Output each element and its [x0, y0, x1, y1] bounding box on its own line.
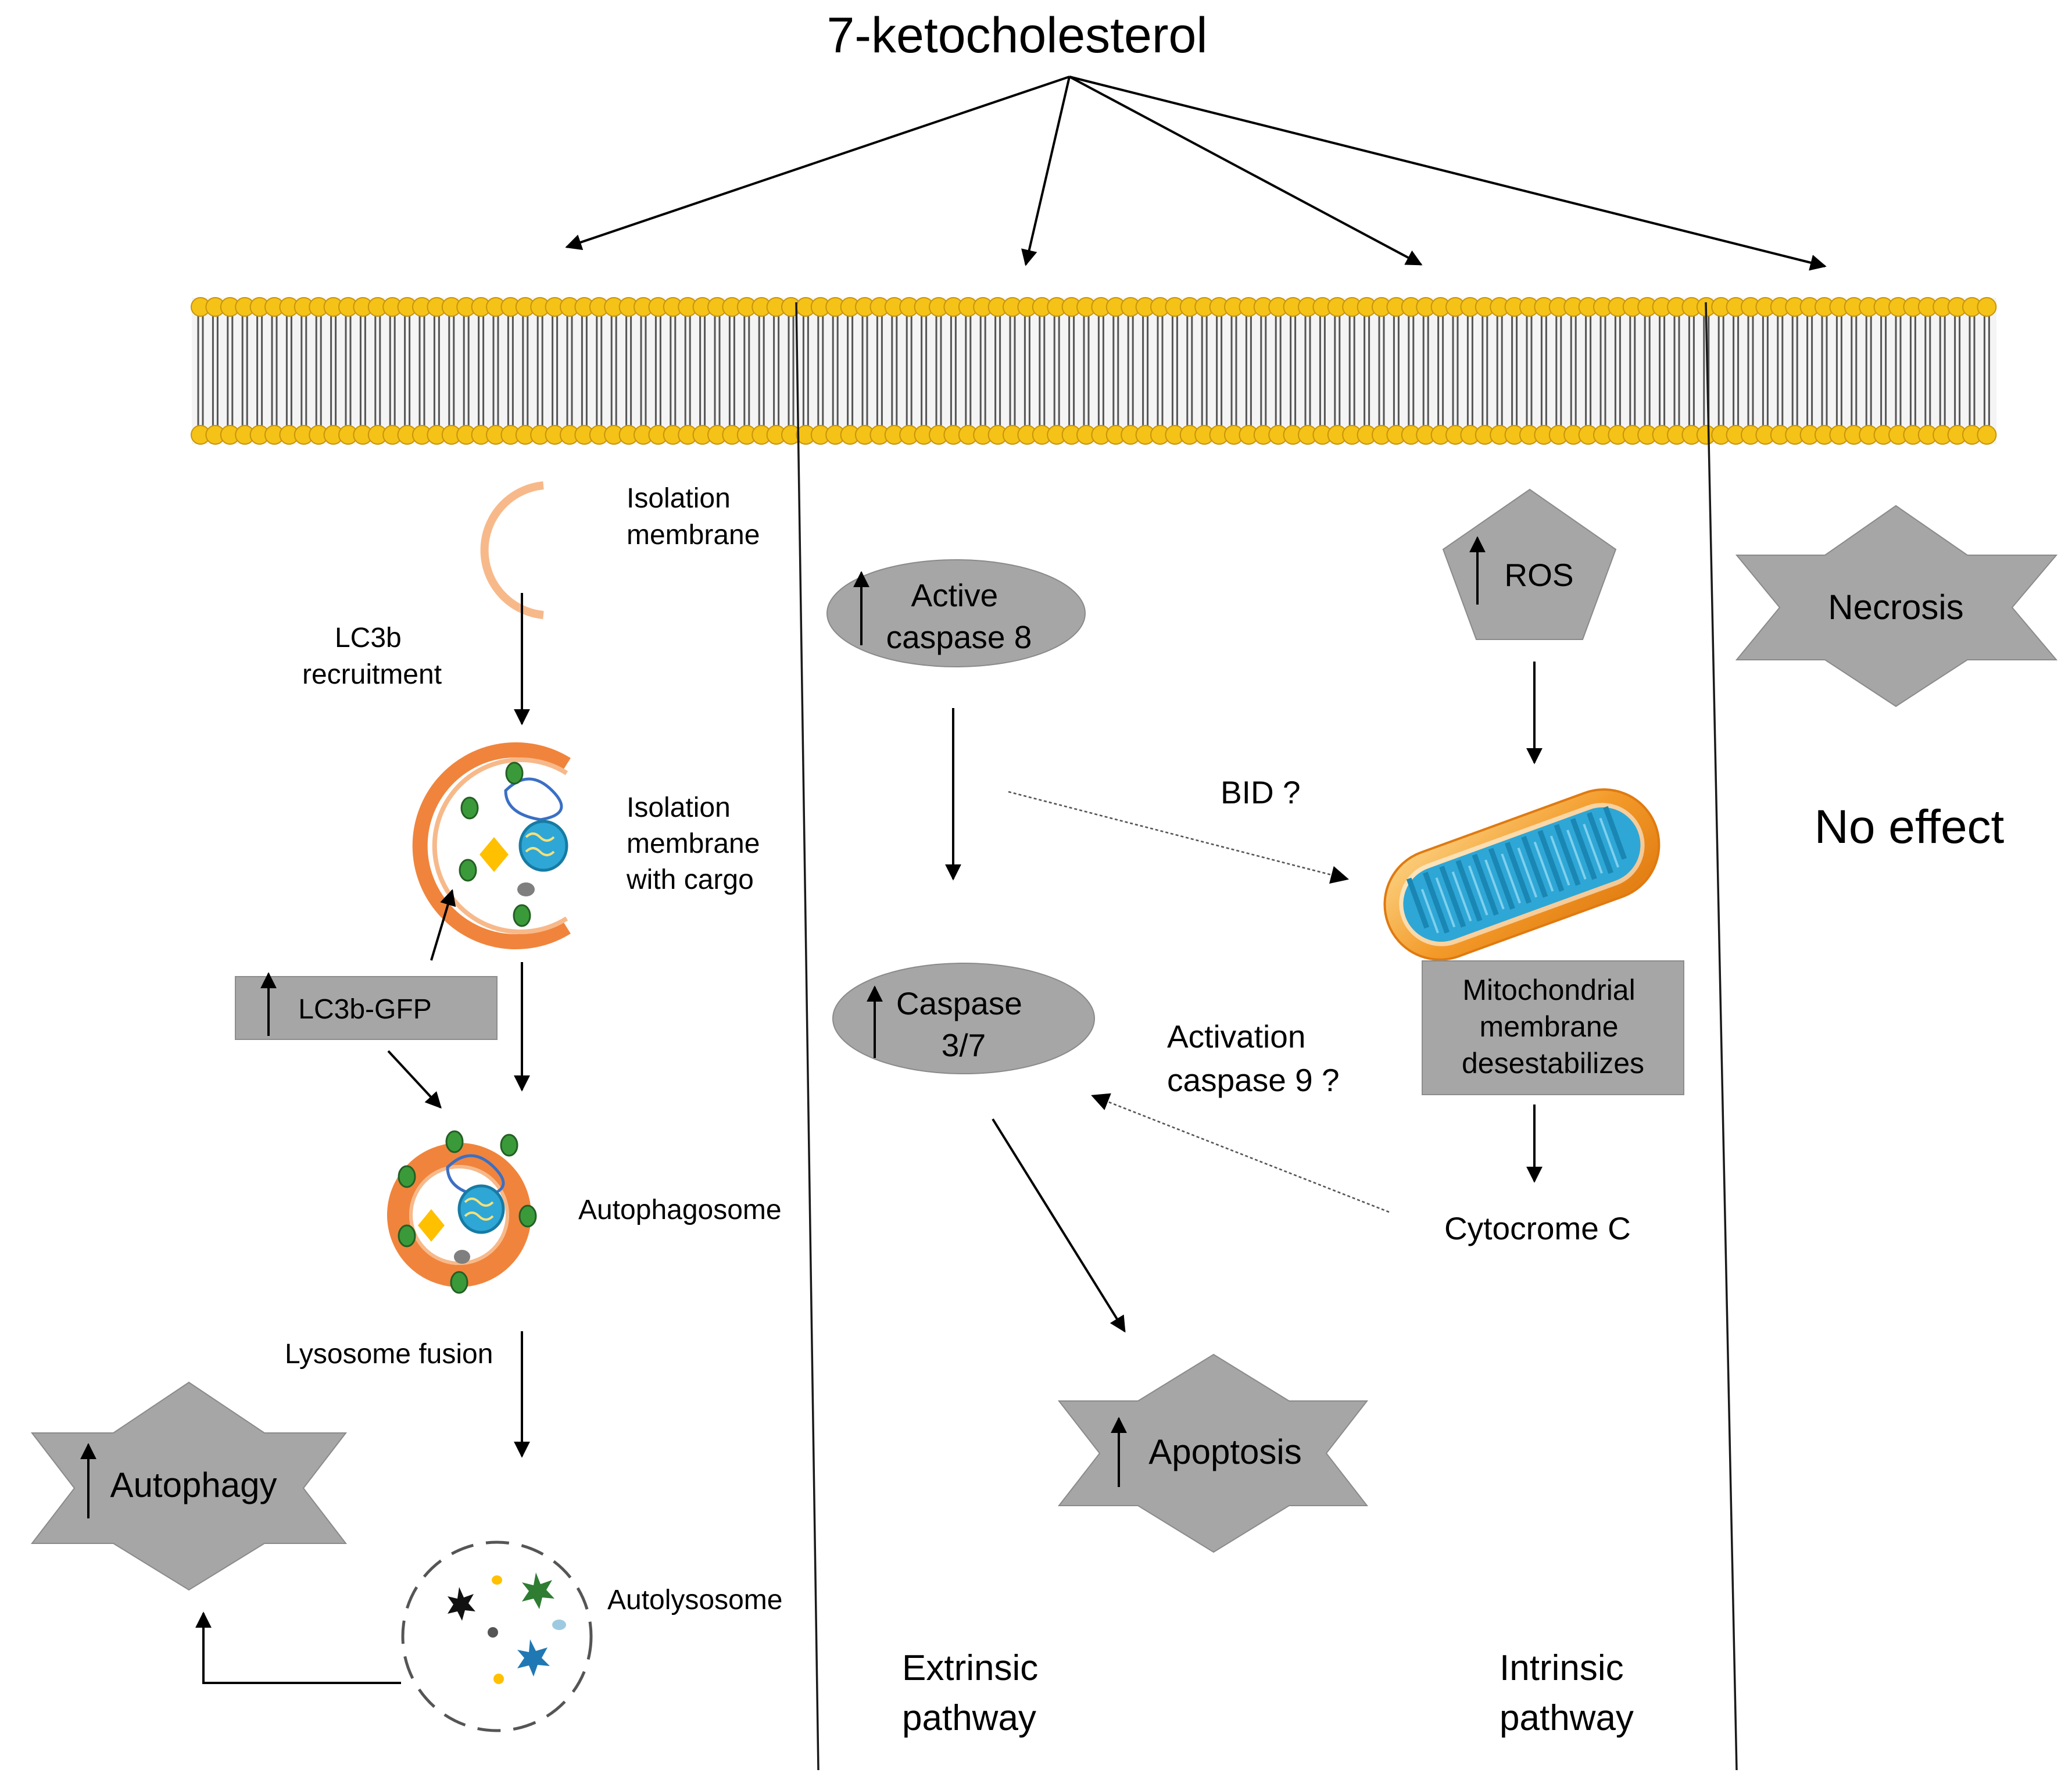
- arrow-lc3b-to-cargo: [430, 889, 456, 961]
- ros-node: ROS: [1442, 488, 1617, 640]
- membrane-background: [192, 298, 1996, 444]
- no-effect-label: No effect: [1815, 800, 2005, 853]
- cytochrome-label: Cytocrome C: [1444, 1210, 1631, 1246]
- autophagosome-icon: [387, 1130, 537, 1294]
- apoptosis-label: Apoptosis: [1148, 1432, 1302, 1471]
- isolation-membrane-cargo-icon: [412, 742, 571, 949]
- lipid-tails: [197, 316, 1990, 426]
- mitochondrial-membrane-box: Mitochondrial membrane desestabilizes: [1422, 960, 1684, 1095]
- arrow-cytochrome-to-caspase37: [1091, 1093, 1390, 1213]
- title-arrows: [565, 76, 1827, 271]
- lc3b-gfp-label: LC3b-GFP: [298, 994, 431, 1025]
- caspase37-label: Caspase 3/7: [896, 985, 1031, 1063]
- ros-label: ROS: [1504, 557, 1573, 593]
- necrosis-label: Necrosis: [1828, 588, 1963, 627]
- autophagy-outcome: Autophagy: [30, 1381, 348, 1591]
- lc3b-recruitment-label: LC3b recruitment: [302, 623, 442, 690]
- isolation-membrane-cargo-label: Isolation membrane with cargo: [626, 792, 768, 895]
- arrow-caspase8-to-mitochondrion: [1008, 791, 1350, 884]
- extrinsic-pathway-label: Extrinsic pathway: [902, 1648, 1048, 1738]
- bid-label: BID ?: [1221, 774, 1301, 810]
- lipid-head: [1977, 297, 1997, 317]
- title: 7-ketocholesterol: [827, 8, 1208, 63]
- active-caspase8-node: Active caspase 8: [826, 559, 1086, 667]
- autolysosome-icon: [401, 1540, 593, 1732]
- isolation-membrane-inner: [480, 481, 544, 619]
- lc3b-gfp-box: LC3b-GFP: [235, 972, 498, 1040]
- autophagy-label: Autophagy: [110, 1466, 277, 1504]
- arrow-lc3b-to-autophagosome: [387, 1050, 442, 1109]
- lysosome-fusion-label: Lysosome fusion: [285, 1339, 493, 1370]
- mitochondrial-membrane-label: Mitochondrial membrane desestabilizes: [1462, 974, 1644, 1080]
- necrosis-outcome: Necrosis: [1735, 505, 2058, 707]
- active-caspase8-label: Active caspase 8: [886, 577, 1032, 655]
- activation-caspase9-label: Activation caspase 9 ?: [1167, 1018, 1340, 1098]
- arrow-to-autophagy: [195, 1611, 401, 1684]
- lipid-head: [1977, 425, 1997, 445]
- lipid-bilayer-icon: [191, 297, 1997, 445]
- isolation-membrane-icon: [541, 488, 603, 613]
- arrow-caspase37-to-apoptosis: [992, 1118, 1126, 1333]
- isolation-membrane-outer: [485, 485, 543, 615]
- mitochondrion-icon: [1383, 788, 1661, 961]
- isolation-membrane-label: Isolation membrane: [627, 483, 760, 551]
- autolysosome-label: Autolysosome: [607, 1585, 782, 1615]
- section-dividers: [795, 302, 1738, 1771]
- intrinsic-pathway-label: Intrinsic pathway: [1500, 1648, 1634, 1738]
- caspase37-node: Caspase 3/7: [832, 963, 1095, 1074]
- apoptosis-outcome: Apoptosis: [1057, 1353, 1369, 1553]
- autophagosome-label: Autophagosome: [578, 1195, 782, 1225]
